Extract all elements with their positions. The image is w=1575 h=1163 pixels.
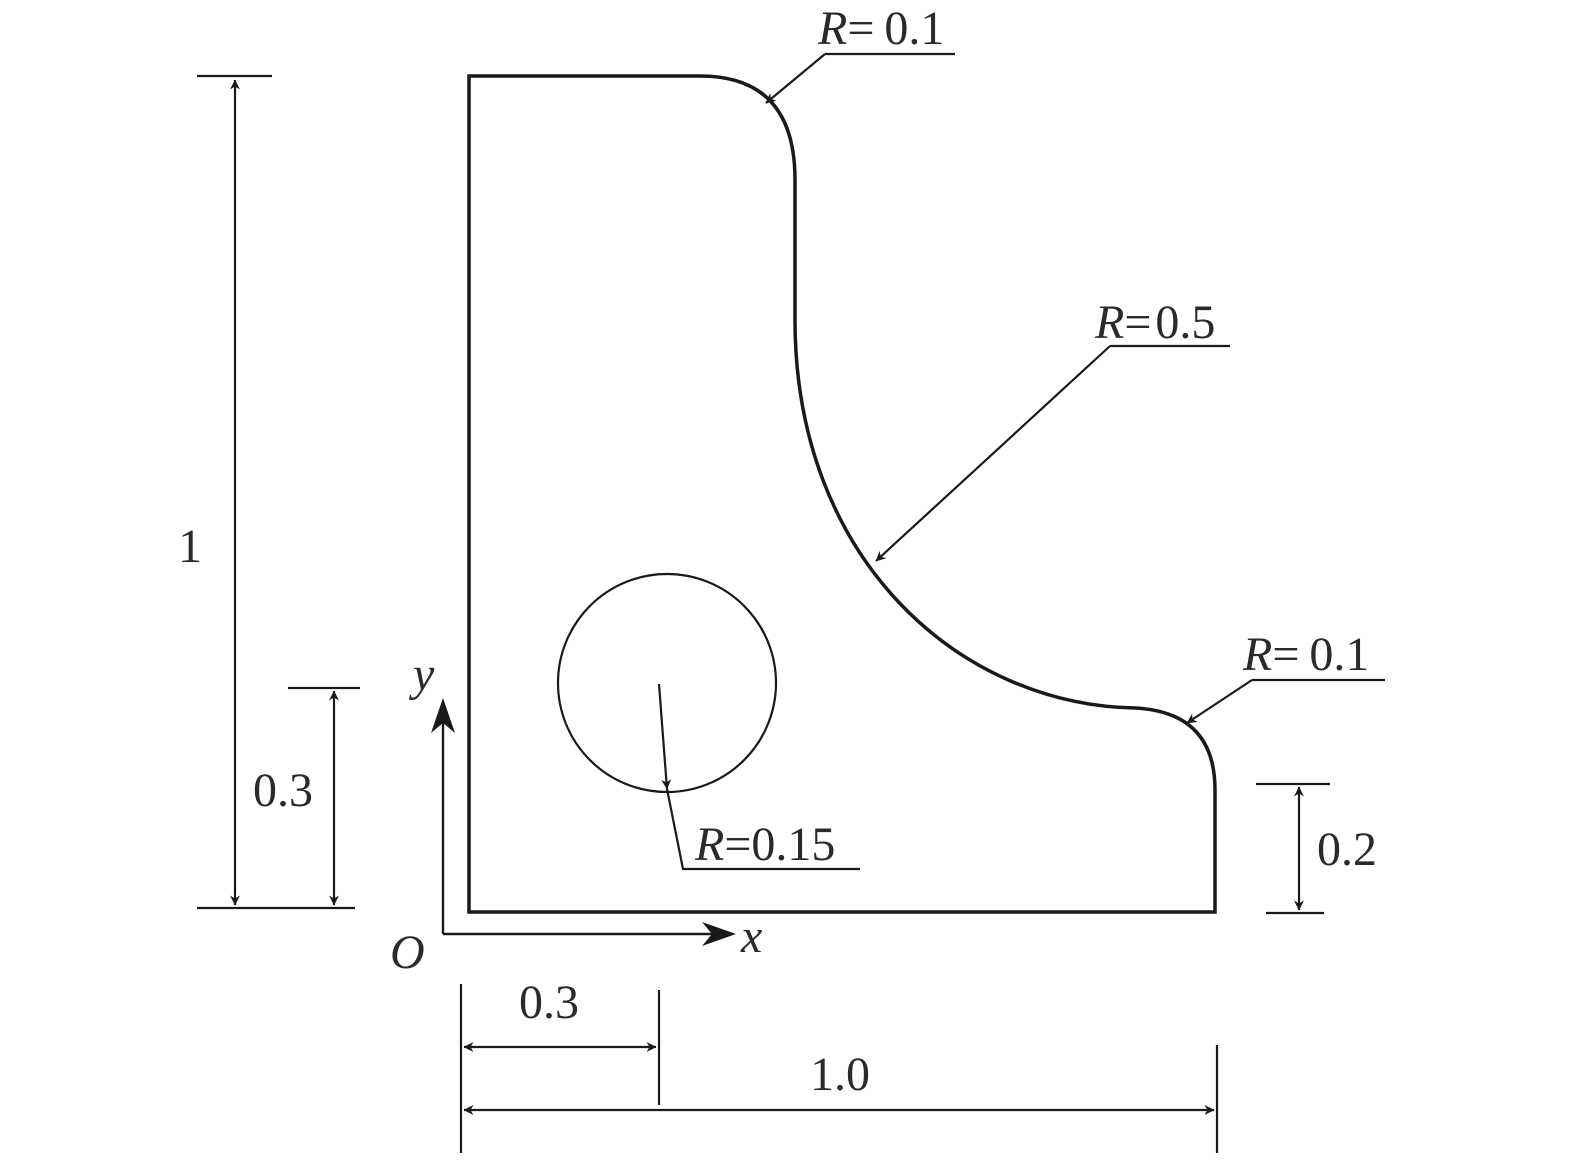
labels: R=0.1 R=0.5 R=0.1 R=0.15 1 0.3 0.2 0.3 1… <box>178 2 1377 1101</box>
dim-label-total-height: 1 <box>178 520 202 573</box>
part-outline <box>467 74 1217 914</box>
axis-label-x: x <box>740 910 762 963</box>
hole-circle <box>556 572 778 794</box>
dim-label-hole-x: 0.3 <box>519 976 579 1029</box>
y-axis-arrowhead <box>431 698 455 733</box>
x-axis-arrowhead <box>702 922 736 946</box>
dimensions <box>197 74 1330 1153</box>
label-hole-radius: R=0.15 <box>694 818 835 871</box>
label-large-radius: R=0.5 <box>1094 296 1215 349</box>
dim-label-step-height: 0.2 <box>1317 823 1377 876</box>
axis-label-origin: O <box>390 926 425 979</box>
coordinate-axes <box>431 698 736 946</box>
label-top-radius: R=0.1 <box>817 2 944 55</box>
dim-label-total-width: 1.0 <box>810 1048 870 1101</box>
dim-label-hole-y: 0.3 <box>253 764 313 817</box>
axis-label-y: y <box>408 648 435 701</box>
leaders <box>657 52 1385 871</box>
label-right-radius: R=0.1 <box>1242 628 1369 681</box>
